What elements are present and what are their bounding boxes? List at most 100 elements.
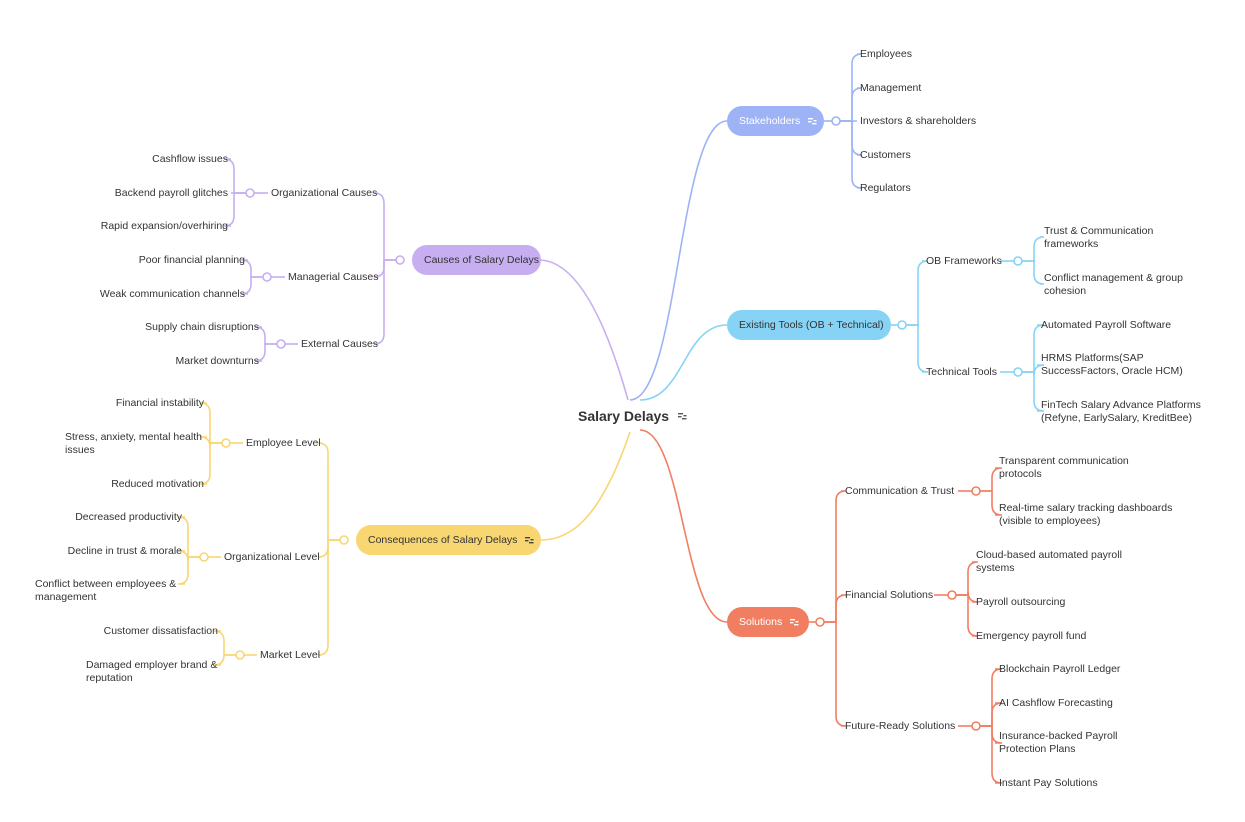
junction-stakeholders[interactable] [831,116,841,126]
leaf-trust-communication-frameworks[interactable]: Trust & Communication frameworks [1044,225,1154,250]
notes-icon[interactable] [790,618,799,626]
leaf-weak-communication-channels[interactable]: Weak communication channels [99,288,245,300]
stake-link-4 [840,120,863,189]
leaf-blockchain-payroll-ledger[interactable]: Blockchain Payroll Ledger [999,663,1121,675]
leaf-poor-financial-planning[interactable]: Poor financial planning [138,254,245,266]
leaf-backend-payroll-glitches[interactable]: Backend payroll glitches [114,187,228,199]
subtopic-employee-level[interactable]: Employee Level [246,437,321,449]
fut-link-3 [980,725,1003,784]
notes-icon[interactable] [525,536,534,544]
leaf-instant-pay-solutions[interactable]: Instant Pay Solutions [999,777,1098,789]
orgcauses-link-0 [223,158,246,194]
leaf-reduced-motivation[interactable]: Reduced motivation [111,478,204,490]
junction-ob[interactable] [1013,256,1023,266]
branch-consequences-label: Consequences of Salary Delays [368,534,518,546]
causes-link-0 [373,192,396,261]
leaf-automated-payroll-software[interactable]: Automated Payroll Software [1041,319,1172,331]
junction-tools[interactable] [897,320,907,330]
subtopic-future-ready-solutions[interactable]: Future-Ready Solutions [845,720,956,732]
leaf-regulators[interactable]: Regulators [860,182,911,194]
branch-existing-tools[interactable]: Existing Tools (OB + Technical) [727,310,891,340]
leaf-damaged-employer-brand[interactable]: Damaged employer brand & reputation [86,659,218,684]
notes-icon[interactable] [678,412,687,420]
leaf-conflict-employees-management[interactable]: Conflict between employees & management [35,578,177,603]
leaf-customers[interactable]: Customers [860,149,911,161]
root-topic[interactable]: Salary Delays [578,408,687,424]
leaf-market-downturns[interactable]: Market downturns [175,355,259,367]
junction-ext-causes[interactable] [276,339,286,349]
subtopic-external-causes[interactable]: External Causes [301,338,379,350]
branch-solutions-label: Solutions [739,616,783,628]
leaf-hrms-platforms[interactable]: HRMS Platforms(SAP SuccessFactors, Oracl… [1041,352,1183,377]
subtopic-technical-tools[interactable]: Technical Tools [926,366,998,378]
mkt-link-1 [213,654,236,666]
link-root-consequences [540,431,631,541]
leaf-management[interactable]: Management [860,82,922,94]
mancauses-link-0 [240,259,263,278]
leaf-conflict-management[interactable]: Conflict management & group cohesion [1044,272,1183,297]
comm-link-0 [980,467,1003,492]
junction-org-level[interactable] [199,552,209,562]
stake-link-0 [840,53,863,122]
tech-link-0 [1022,324,1045,373]
junction-fut[interactable] [971,721,981,731]
link-root-stakeholders [629,120,728,401]
leaf-cloud-automated-payroll[interactable]: Cloud-based automated payroll systems [976,549,1122,574]
subtopic-organizational-level[interactable]: Organizational Level [224,551,320,563]
subtopic-ob-frameworks[interactable]: OB Frameworks [926,255,1002,267]
junction-solutions[interactable] [815,617,825,627]
branch-causes-label: Causes of Salary Delays [424,254,539,266]
leaf-fintech-salary-advance[interactable]: FinTech Salary Advance Platforms (Refyne… [1041,399,1201,424]
leaf-decline-in-trust[interactable]: Decline in trust & morale [67,545,182,557]
junction-causes[interactable] [395,255,405,265]
subtopic-financial-solutions[interactable]: Financial Solutions [845,589,934,601]
branch-stakeholders[interactable]: Stakeholders [727,106,824,136]
tools-link-0 [906,260,929,326]
leaf-employees[interactable]: Employees [860,48,912,60]
leaf-emergency-payroll-fund[interactable]: Emergency payroll fund [976,630,1087,642]
leaf-stress-anxiety[interactable]: Stress, anxiety, mental health issues [65,431,202,456]
cons-link-1 [317,539,340,558]
orgcauses-link-2 [223,192,246,227]
junction-consequences[interactable] [339,535,349,545]
leaf-supply-chain-disruptions[interactable]: Supply chain disruptions [145,321,259,333]
junction-comm[interactable] [971,486,981,496]
subtopic-market-level[interactable]: Market Level [260,649,321,661]
leaf-insurance-backed-payroll[interactable]: Insurance-backed Payroll Protection Plan… [999,730,1118,755]
subtopic-communication-trust[interactable]: Communication & Trust [845,485,955,497]
sol-link-2 [824,621,847,727]
fin-link-1 [956,591,979,603]
link-root-tools [639,324,728,401]
branch-solutions[interactable]: Solutions [727,607,809,637]
subtopic-organizational-causes[interactable]: Organizational Causes [271,187,378,199]
leaf-real-time-salary-tracking[interactable]: Real-time salary tracking dashboards (vi… [999,502,1173,527]
leaf-cashflow-issues[interactable]: Cashflow issues [152,153,228,165]
comm-link-1 [980,490,1003,516]
junction-org-causes[interactable] [245,188,255,198]
leaf-financial-instability[interactable]: Financial instability [115,397,204,409]
leaf-customer-dissatisfaction[interactable]: Customer dissatisfaction [103,625,218,637]
leaf-payroll-outsourcing[interactable]: Payroll outsourcing [976,596,1066,608]
subtopic-managerial-causes[interactable]: Managerial Causes [288,271,379,283]
emp-link-0 [199,402,222,444]
fin-link-2 [956,594,979,637]
junction-fin[interactable] [947,590,957,600]
junction-market-level[interactable] [235,650,245,660]
branch-consequences[interactable]: Consequences of Salary Delays [356,525,541,555]
leaf-ai-cashflow-forecasting[interactable]: AI Cashflow Forecasting [999,697,1113,709]
branch-causes[interactable]: Causes of Salary Delays [412,245,541,275]
stake-link-3 [840,120,863,156]
notes-icon[interactable] [808,117,817,125]
link-root-causes [540,259,629,401]
leaf-decreased-productivity[interactable]: Decreased productivity [75,511,182,523]
junction-tech[interactable] [1013,367,1023,377]
sol-link-0 [824,490,847,623]
root-topic-label: Salary Delays [578,408,670,424]
junction-man-causes[interactable] [262,272,272,282]
leaf-transparent-communication[interactable]: Transparent communication protocols [999,455,1129,480]
junction-employee-level[interactable] [221,438,231,448]
ob-link-0 [1022,236,1045,262]
leaf-investors-shareholders[interactable]: Investors & shareholders [860,115,977,127]
leaf-rapid-expansion[interactable]: Rapid expansion/overhiring [100,220,228,232]
